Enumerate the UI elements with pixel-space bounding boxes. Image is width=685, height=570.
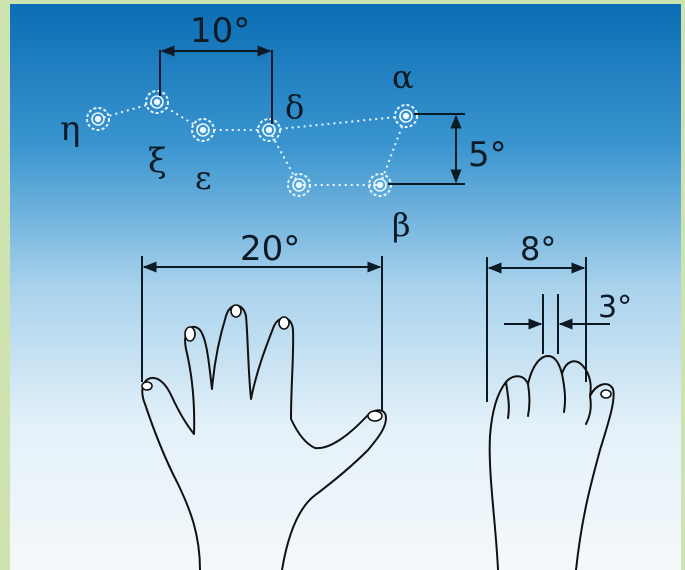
label-zeta: ξ [148,141,167,181]
label-fist-width: 8° [520,230,556,268]
angle-estimation-diagram: η ξ ε δ α β 10° 5° [10,4,681,570]
label-stars-height: 5° [468,135,507,175]
fist-illustration [488,355,615,570]
label-epsilon: ε [195,159,212,197]
diagram-panel: η ξ ε δ α β 10° 5° [10,4,681,570]
dimension-3-degrees [504,294,610,354]
label-alpha: α [392,58,414,96]
label-delta: δ [285,88,304,126]
label-finger-width: 3° [598,290,632,325]
label-hand-span: 20° [240,229,300,269]
label-stars-width: 10° [190,11,250,51]
sky-background [10,4,681,570]
dimension-8-degrees [486,257,587,402]
dimension-20-degrees [141,256,383,410]
label-beta: β [392,206,411,244]
label-eta: η [60,109,80,149]
dimension-10-degrees [159,45,273,124]
open-hand-illustration [141,304,387,570]
dimension-5-degrees [388,113,465,185]
